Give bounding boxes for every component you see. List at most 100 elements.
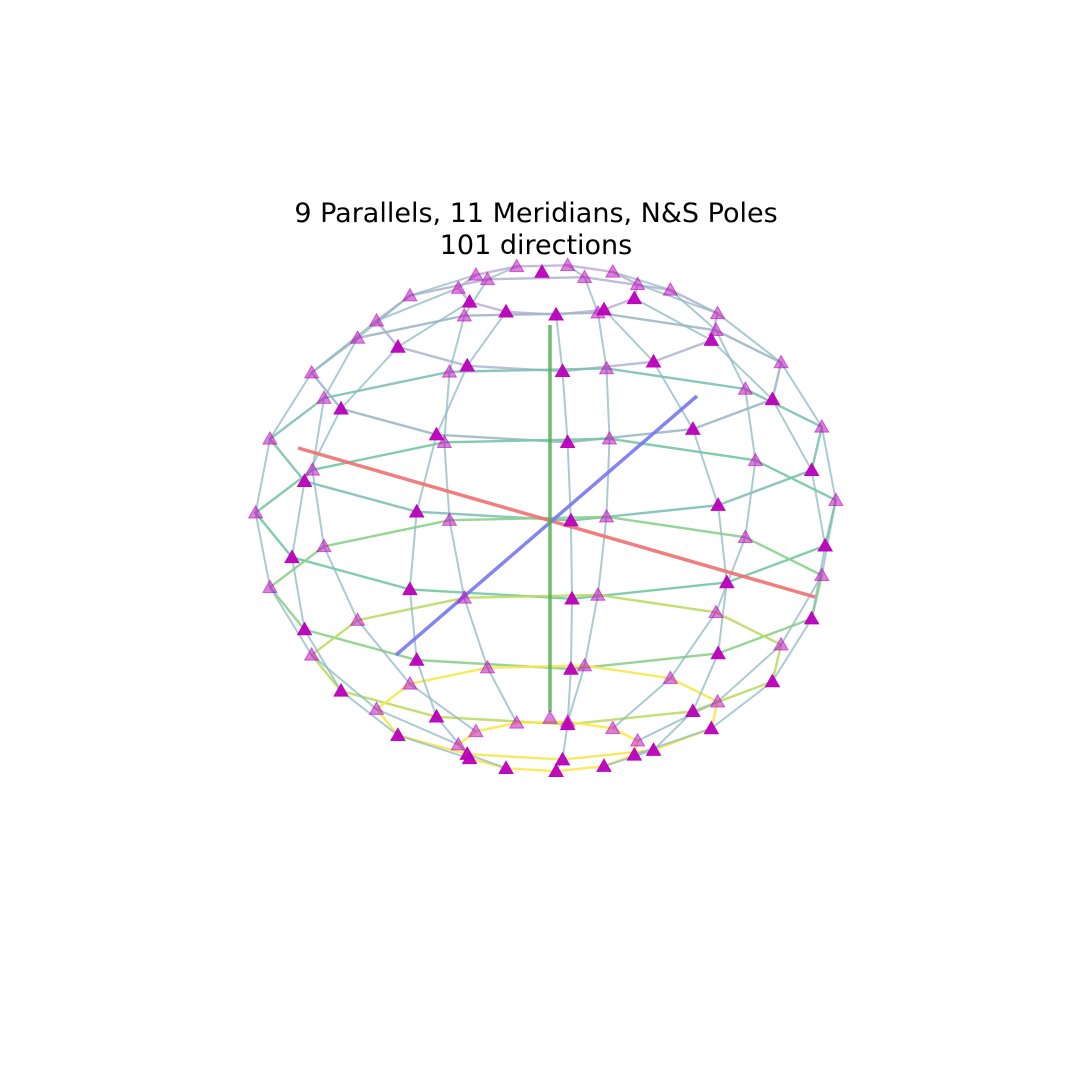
direction-marker	[436, 434, 453, 449]
direction-marker	[408, 652, 425, 666]
direction-marker	[709, 305, 726, 320]
parallel-line	[374, 664, 719, 761]
direction-marker	[601, 430, 618, 445]
direction-marker	[468, 266, 484, 281]
direction-marker	[468, 723, 484, 738]
direction-markers-group	[247, 257, 844, 777]
direction-marker	[576, 657, 593, 672]
direction-marker	[629, 276, 646, 291]
direction-marker	[534, 263, 550, 278]
direction-marker	[563, 660, 579, 675]
meridian-line	[555, 314, 574, 772]
direction-marker	[368, 312, 385, 327]
direction-marker	[559, 257, 576, 272]
direction-marker	[459, 357, 476, 372]
parallel-line	[309, 593, 783, 726]
direction-marker	[303, 364, 320, 379]
direction-marker	[764, 673, 781, 688]
direction-marker	[554, 751, 571, 766]
x-axis-line	[297, 446, 816, 599]
direction-marker	[247, 504, 264, 519]
direction-marker	[284, 549, 300, 564]
direction-marker	[554, 363, 571, 378]
parallel-line	[268, 515, 824, 671]
meridian-line	[254, 287, 459, 746]
direction-marker	[708, 604, 724, 619]
direction-marker	[662, 670, 679, 685]
direction-marker	[710, 497, 726, 511]
direction-marker	[441, 512, 458, 526]
meridian-line	[633, 297, 827, 756]
direction-marker	[629, 732, 646, 747]
title-line-2: 101 directions	[439, 230, 633, 261]
direction-marker	[333, 682, 349, 697]
direction-marker	[498, 303, 514, 318]
direction-marker	[402, 287, 418, 302]
chart-title: 9 Parallels, 11 Meridians, N&S Poles 101…	[0, 198, 1072, 262]
direction-marker	[390, 338, 406, 353]
direction-marker	[428, 708, 445, 723]
direction-marker	[508, 258, 525, 273]
direction-marker	[645, 353, 662, 368]
direction-marker	[710, 645, 726, 660]
direction-marker	[303, 646, 320, 661]
direction-marker	[428, 426, 445, 441]
direction-marker	[626, 746, 643, 761]
direction-marker	[827, 492, 844, 506]
direction-marker	[368, 701, 385, 715]
direction-marker	[450, 280, 467, 294]
direction-marker	[316, 538, 332, 553]
direction-marker	[747, 452, 764, 467]
direction-marker	[709, 693, 726, 708]
direction-marker	[461, 293, 478, 308]
direction-marker	[542, 709, 558, 724]
direction-marker	[390, 727, 406, 742]
meridian-line	[637, 283, 837, 742]
direction-marker	[590, 304, 606, 319]
parallel-line	[268, 367, 824, 522]
direction-marker	[563, 512, 579, 527]
direction-marker	[645, 742, 662, 756]
axes-group	[297, 325, 816, 712]
direction-marker	[596, 758, 612, 772]
direction-marker	[508, 714, 525, 729]
direction-marker	[817, 537, 834, 552]
direction-marker	[598, 508, 615, 523]
direction-marker	[626, 290, 643, 305]
title-line-1: 9 Parallels, 11 Meridians, N&S Poles	[294, 198, 778, 229]
direction-marker	[296, 473, 313, 487]
direction-marker	[564, 590, 580, 605]
direction-marker	[737, 529, 754, 544]
direction-marker	[498, 760, 514, 775]
direction-marker	[402, 581, 418, 596]
direction-marker	[803, 610, 820, 625]
direction-marker	[296, 621, 313, 636]
direction-marker	[813, 567, 830, 582]
direction-marker	[598, 360, 615, 375]
meridian-line	[566, 264, 611, 723]
direction-marker	[262, 430, 278, 445]
direction-marker	[718, 574, 735, 589]
direction-marker	[548, 763, 564, 777]
y-axis-line	[394, 394, 699, 657]
direction-marker	[773, 354, 789, 369]
direction-marker	[349, 612, 366, 626]
direction-marker	[304, 461, 321, 476]
direction-marker	[590, 586, 606, 601]
direction-marker	[764, 391, 781, 406]
direction-marker	[813, 418, 830, 433]
meridian-line	[290, 301, 471, 760]
direction-marker	[548, 306, 564, 321]
direction-marker	[685, 703, 701, 718]
direction-marker	[703, 332, 720, 346]
meridian-line	[408, 311, 507, 770]
direction-marker	[349, 330, 366, 344]
direction-marker	[402, 675, 418, 690]
direction-marker	[559, 713, 576, 728]
direction-marker	[737, 380, 754, 395]
direction-marker	[576, 269, 593, 283]
direction-marker	[450, 736, 467, 751]
direction-marker	[461, 750, 478, 765]
direction-marker	[708, 322, 724, 337]
